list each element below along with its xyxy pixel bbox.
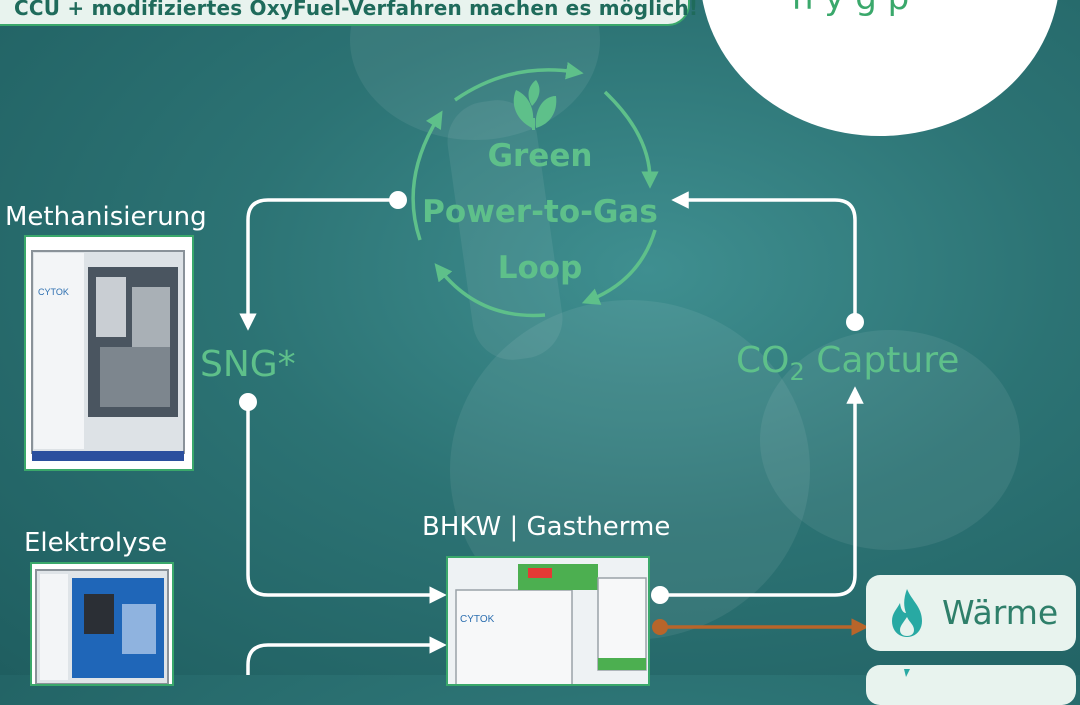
sng-label: SNG* xyxy=(200,344,296,385)
loop-line3: Loop xyxy=(497,250,583,286)
loop-arc-top xyxy=(454,62,584,102)
top-banner: CCU + modifiziertes OxyFuel-Verfahren ma… xyxy=(0,0,698,26)
loop-line2: Power-to-Gas xyxy=(422,194,658,230)
elektrolyse-photo xyxy=(30,562,174,686)
heat-dot xyxy=(652,619,668,635)
flow-diagram xyxy=(239,62,869,675)
loop-arc-left xyxy=(411,110,443,241)
loop-arc-right xyxy=(603,90,659,189)
circle-text: h y g p xyxy=(792,0,909,18)
flow-line-co2-to-loop xyxy=(671,191,857,322)
bhkw-label: BHKW | Gastherme xyxy=(422,512,671,542)
flame-icon xyxy=(892,589,922,637)
loop-line1: Green xyxy=(487,138,593,174)
flow-line-elektrolyse-to-bhkw xyxy=(246,636,447,675)
elektrolyse-label: Elektrolyse xyxy=(24,528,168,558)
co2-subscript: 2 xyxy=(789,358,805,387)
leaf-icon xyxy=(513,80,557,130)
flow-dot xyxy=(389,191,407,209)
methanisierung-photo: CYTOK xyxy=(24,235,194,471)
flow-line-sng-to-bhkw xyxy=(246,402,447,604)
lightning-icon xyxy=(904,669,910,677)
co2-prefix: CO xyxy=(736,340,790,381)
co2-suffix: Capture xyxy=(804,340,960,381)
power-output-card xyxy=(866,665,1076,705)
flow-dot xyxy=(239,393,257,411)
bhkw-brand: CYTOK xyxy=(460,614,495,625)
heat-output-label: Wärme xyxy=(942,593,1059,632)
molecule-sphere-right xyxy=(760,330,1020,550)
flow-dot xyxy=(846,313,864,331)
loop-title: Green Power-to-Gas Loop xyxy=(400,128,680,296)
loop-arc-bottom xyxy=(434,263,546,318)
methanisierung-label: Methanisierung xyxy=(5,202,207,232)
flow-line-bhkw-to-co2 xyxy=(660,386,864,597)
methanisierung-brand: CYTOK xyxy=(38,287,69,297)
bhkw-photo: CYTOK xyxy=(446,556,650,686)
flow-line-loop-to-sng xyxy=(239,198,398,331)
loop-arc-right-lower xyxy=(581,229,657,305)
flow-dot xyxy=(651,586,669,604)
banner-text: CCU + modifiziertes OxyFuel-Verfahren ma… xyxy=(14,0,699,20)
co2-capture-label: CO2 Capture xyxy=(736,340,959,386)
heat-output-card: Wärme xyxy=(866,575,1076,651)
